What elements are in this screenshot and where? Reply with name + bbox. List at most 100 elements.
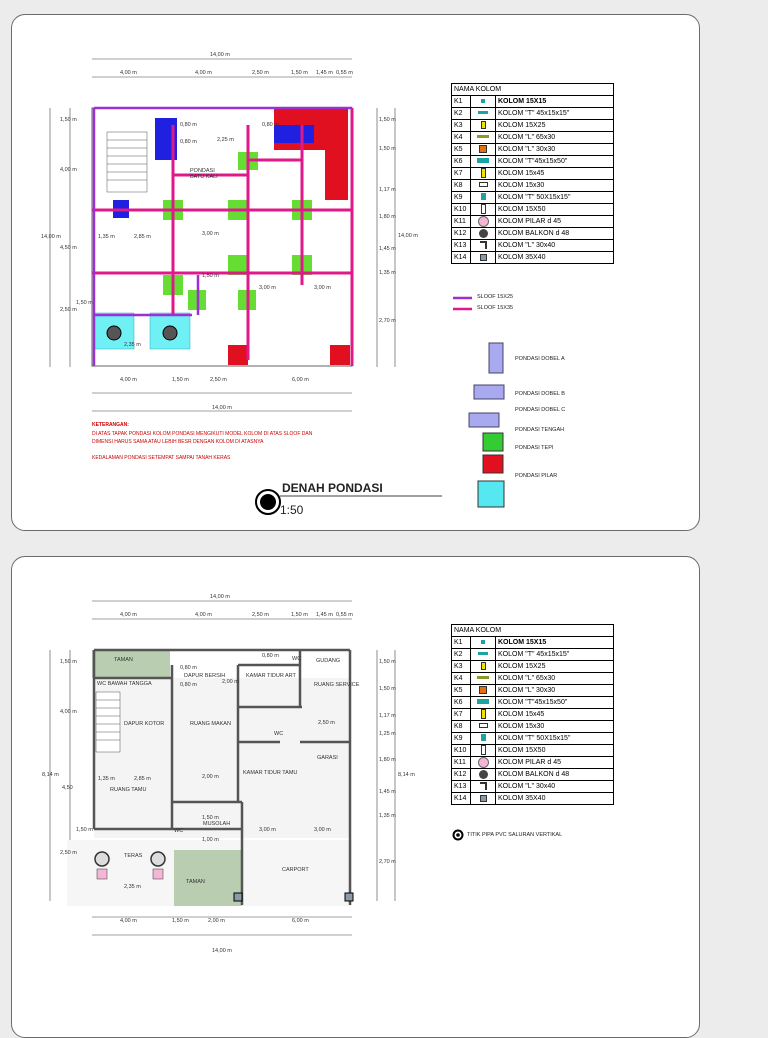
kolom-name: KOLOM PILAR d 45 (495, 755, 614, 770)
kolom-id: K6 (451, 155, 471, 168)
dim-right-4: 1,25 m (379, 731, 396, 737)
note-1: DI ATAS TAPAK PONDASI KOLOM PONDASI MENG… (92, 431, 313, 437)
dim-right-7: 1,35 m (379, 813, 396, 819)
room-kamar-tidur-tamu: KAMAR TIDUR TAMU (243, 770, 298, 776)
kolom-id: K8 (451, 179, 471, 192)
kolom-id: K5 (451, 143, 471, 156)
kolom-name: KOLOM "L" 65x30 (495, 672, 614, 685)
kolom-id: K12 (451, 768, 471, 782)
dim-bottom-total: 14,00 m (212, 948, 232, 954)
t-shape-wide-icon (470, 696, 496, 709)
note-3: KEDALAMAN PONDASI SETEMPAT SAMPAI TANAH … (92, 455, 231, 461)
foundation-plan-drawing (49, 58, 505, 515)
dim-inner-8: 2,00 m (202, 774, 219, 780)
dim-inner-6: 1,35 m (98, 776, 115, 782)
dim-inner-1: 0,80 m (180, 122, 197, 128)
plan-title: DENAH PONDASI (282, 481, 383, 495)
dim-inner-7: 2,85 m (134, 776, 151, 782)
dim-inner-5: 2,50 m (318, 720, 335, 726)
dim-inner-4: 0,80 m (180, 139, 197, 145)
dim-bottom-total: 14,00 m (212, 405, 232, 411)
kolom-id: K5 (451, 684, 471, 697)
kolom-name: KOLOM PILAR d 45 (495, 214, 614, 229)
dim-inner-7: 3,00 m (202, 231, 219, 237)
dim-right-2: 1,50 m (379, 146, 396, 152)
dim-top-6: 0,55 m (336, 612, 353, 618)
dim-right-5: 1,45 m (379, 246, 396, 252)
legend-sloof-15x35: SLOOF 15X35 (477, 305, 514, 311)
sloof-15x35 (92, 108, 354, 366)
room-garasi: GARASI (317, 755, 338, 761)
dim-left-2: 4,00 m (60, 167, 77, 173)
dim-inner-2: 2,00 m (222, 679, 239, 685)
dim-left-total: 14,00 m (41, 234, 61, 240)
rect-vertical-icon (470, 660, 496, 673)
dim-inner-11: 3,00 m (314, 827, 331, 833)
kolom-id: K13 (451, 780, 471, 794)
interior (94, 678, 350, 838)
dim-right-6: 1,35 m (379, 270, 396, 276)
small-square-icon (470, 636, 496, 649)
dim-left-5: 2,50 m (60, 850, 77, 856)
kolom-id: K4 (451, 672, 471, 685)
kolom-name: KOLOM "L" 30x40 (495, 780, 614, 794)
rect-vertical-icon (470, 119, 496, 132)
dim-top-2: 4,00 m (195, 70, 212, 76)
l-shape-icon (470, 143, 496, 156)
dim-left-4: 1,50 m (76, 827, 93, 833)
room-wc-2: WC (274, 731, 284, 737)
dim-inner-10: 3,00 m (314, 285, 331, 291)
sloof-15x25 (92, 106, 352, 366)
room-musolah: MUSOLAH (203, 821, 231, 827)
kolom-name: KOLOM "L" 30x30 (495, 684, 614, 697)
kolom-id: K3 (451, 660, 471, 673)
room-wc-bawah-tangga: WC BAWAH TANGGA (97, 681, 152, 687)
t-shape-icon (470, 107, 496, 120)
legend-samples (453, 296, 505, 508)
foundation-plan-sheet: PONDASI BATU KALI 14,00 m 4,00 m 4,00 m … (11, 14, 700, 531)
dim-inner-3: 0,80 m (262, 122, 279, 128)
dim-top-1: 4,00 m (120, 70, 137, 76)
legend-pondasi-dobel-b: PONDASI DOBEL B (515, 391, 565, 397)
dim-right-3: 1,17 m (379, 187, 396, 193)
l-shape-icon (470, 684, 496, 697)
legend-pvc-pipe: TITIK PIPA PVC SALURAN VERTIKAL (467, 832, 563, 838)
pillar-columns (94, 851, 354, 902)
dim-left-2: 4,00 m (60, 709, 77, 715)
pvc-pipe-icon (452, 829, 464, 841)
kolom-id: K14 (451, 792, 471, 806)
l-shape-long-icon (470, 131, 496, 144)
room-dapur-kotor: DAPUR KOTOR (124, 721, 165, 727)
room-carport: CARPORT (282, 867, 309, 873)
dim-left-3: 4,50 (62, 785, 73, 791)
kolom-id: K14 (451, 251, 471, 265)
dim-bottom-1: 4,00 m (120, 377, 137, 383)
dim-right-5: 1,80 m (379, 757, 396, 763)
room-wc-1: WC (292, 656, 302, 662)
dim-inner-9: 1,50 m (202, 815, 219, 821)
pondasi-batu-kali-label: PONDASI BATU KALI (190, 168, 218, 180)
dim-inner-10: 3,00 m (259, 827, 276, 833)
dim-left-1: 1,50 m (60, 117, 77, 123)
dim-inner-9: 3,00 m (259, 285, 276, 291)
t-shape-side-icon (470, 191, 496, 204)
kolom-id: K1 (451, 636, 471, 649)
dim-inner-13: 2,35 m (124, 884, 141, 890)
dim-inner-3: 0,80 m (262, 653, 279, 659)
room-wc-3: WC (174, 828, 184, 834)
room-taman: TAMAN (114, 657, 133, 663)
circle-pink-icon (470, 214, 496, 229)
kolom-name: KOLOM 15X25 (495, 119, 614, 132)
kolom-id: K13 (451, 239, 471, 253)
dim-bottom-4: 6,00 m (292, 377, 309, 383)
dim-right-2: 1,50 m (379, 686, 396, 692)
legend-pondasi-dobel-c: PONDASI DOBEL C (515, 407, 566, 413)
dim-right-6: 1,45 m (379, 789, 396, 795)
dim-top-3: 2,50 m (252, 612, 269, 618)
kolom-id: K3 (451, 119, 471, 132)
room-ruang-tamu: RUANG TAMU (110, 787, 147, 793)
legend-pondasi-tengah: PONDASI TENGAH (515, 427, 565, 433)
floor-plan-sheet: TAMAN WC BAWAH TANGGA DAPUR BERSIH KAMAR… (11, 556, 700, 1038)
dim-bottom-3: 2,00 m (208, 918, 225, 924)
circle-dark-icon (470, 768, 496, 782)
